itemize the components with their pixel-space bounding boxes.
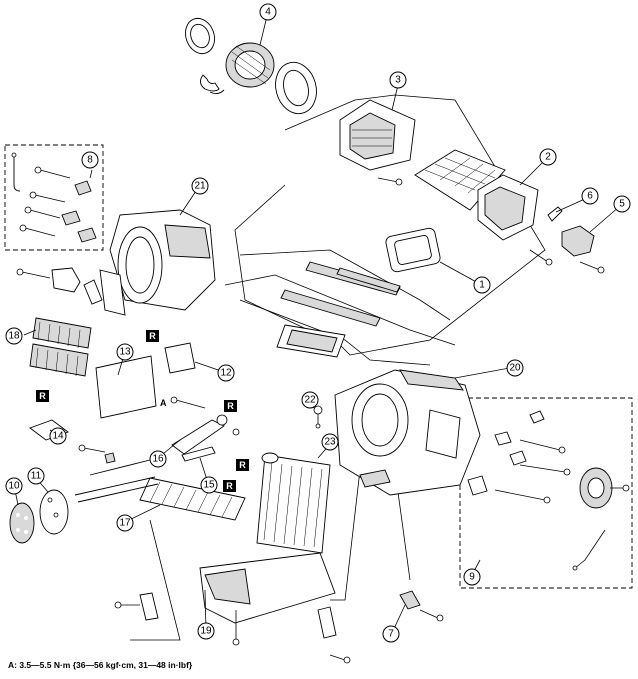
callout-14: 14 <box>49 427 67 445</box>
callout-10: 10 <box>5 477 23 495</box>
svg-text:4: 4 <box>265 7 271 18</box>
svg-text:6: 6 <box>587 191 593 202</box>
blower-motor-assembly <box>185 17 317 115</box>
evaporator <box>256 452 331 554</box>
svg-text:13: 13 <box>119 347 131 358</box>
lower-case <box>114 552 351 664</box>
bracket-7 <box>399 590 444 622</box>
callout-11: 11 <box>27 467 45 485</box>
actuator-motor <box>561 225 605 274</box>
svg-text:19: 19 <box>200 626 212 637</box>
grommet-11 <box>39 489 69 535</box>
svg-text:16: 16 <box>152 454 164 465</box>
svg-text:22: 22 <box>304 395 316 406</box>
clip-22 <box>313 405 323 429</box>
callout-1: 1 <box>473 276 491 294</box>
callout-8: 8 <box>81 151 99 169</box>
left-housing <box>99 209 216 316</box>
middle-filter-strips <box>276 261 401 358</box>
svg-text:8: 8 <box>87 155 93 166</box>
callout-16: 16 <box>149 450 167 468</box>
pad-12 <box>164 342 196 374</box>
svg-text:23: 23 <box>324 437 336 448</box>
mode-door-housing <box>477 174 553 266</box>
svg-text:21: 21 <box>194 181 206 192</box>
r-marker: R <box>223 480 236 492</box>
callout-2: 2 <box>539 148 557 166</box>
svg-text:15: 15 <box>203 480 215 491</box>
svg-text:12: 12 <box>220 368 232 379</box>
right-housing <box>334 369 481 496</box>
r-marker: R <box>224 400 237 412</box>
group-box-8 <box>4 144 104 251</box>
callout-20: 20 <box>506 359 524 377</box>
group-8-hardware <box>11 152 97 243</box>
svg-text:20: 20 <box>509 363 521 374</box>
callout-6: 6 <box>581 187 599 205</box>
torque-marker-a: A <box>160 398 167 408</box>
svg-text:5: 5 <box>619 199 625 210</box>
insulator-sheet <box>95 355 157 419</box>
svg-text:9: 9 <box>469 572 475 583</box>
callout-9: 9 <box>463 568 481 586</box>
callout-19: 19 <box>197 622 215 640</box>
grommet-10 <box>9 502 35 544</box>
svg-text:10: 10 <box>8 481 20 492</box>
svg-text:14: 14 <box>52 431 64 442</box>
air-filters <box>29 317 92 377</box>
svg-text:R: R <box>149 331 156 341</box>
callout-7: 7 <box>382 625 400 643</box>
r-marker: R <box>36 390 49 402</box>
callout-15: 15 <box>200 476 218 494</box>
callout-3: 3 <box>389 71 407 89</box>
air-intake-housing <box>339 99 416 186</box>
callout-17: 17 <box>116 514 134 532</box>
callout-4: 4 <box>259 3 277 21</box>
group-9-hardware <box>467 410 630 571</box>
r-marker: R <box>146 330 159 342</box>
callout-21: 21 <box>191 177 209 195</box>
strip-15 <box>181 446 216 462</box>
svg-text:17: 17 <box>119 518 131 529</box>
svg-text:R: R <box>227 401 234 411</box>
callout-12: 12 <box>217 364 235 382</box>
svg-text:R: R <box>226 481 233 491</box>
svg-text:2: 2 <box>545 152 551 163</box>
svg-text:11: 11 <box>31 471 42 482</box>
callout-13: 13 <box>116 343 134 361</box>
svg-text:7: 7 <box>388 629 394 640</box>
svg-text:3: 3 <box>395 75 401 86</box>
callout-18: 18 <box>5 327 23 345</box>
callout-5: 5 <box>613 195 631 213</box>
left-bolts <box>16 267 103 305</box>
svg-text:R: R <box>39 391 46 401</box>
callout-22: 22 <box>301 391 319 409</box>
svg-text:1: 1 <box>479 280 485 291</box>
link-lever <box>547 206 563 222</box>
expansion-valve <box>78 396 240 464</box>
heater-core <box>74 459 246 521</box>
duct-seal <box>385 227 441 273</box>
callout-23: 23 <box>321 433 339 451</box>
r-marker: R <box>236 459 249 471</box>
group-box-9 <box>459 397 633 589</box>
torque-footnote: A: 3.5—5.5 N·m {36—56 kgf·cm, 31—48 in·l… <box>8 660 193 670</box>
svg-text:R: R <box>239 460 246 470</box>
svg-text:18: 18 <box>8 331 20 342</box>
